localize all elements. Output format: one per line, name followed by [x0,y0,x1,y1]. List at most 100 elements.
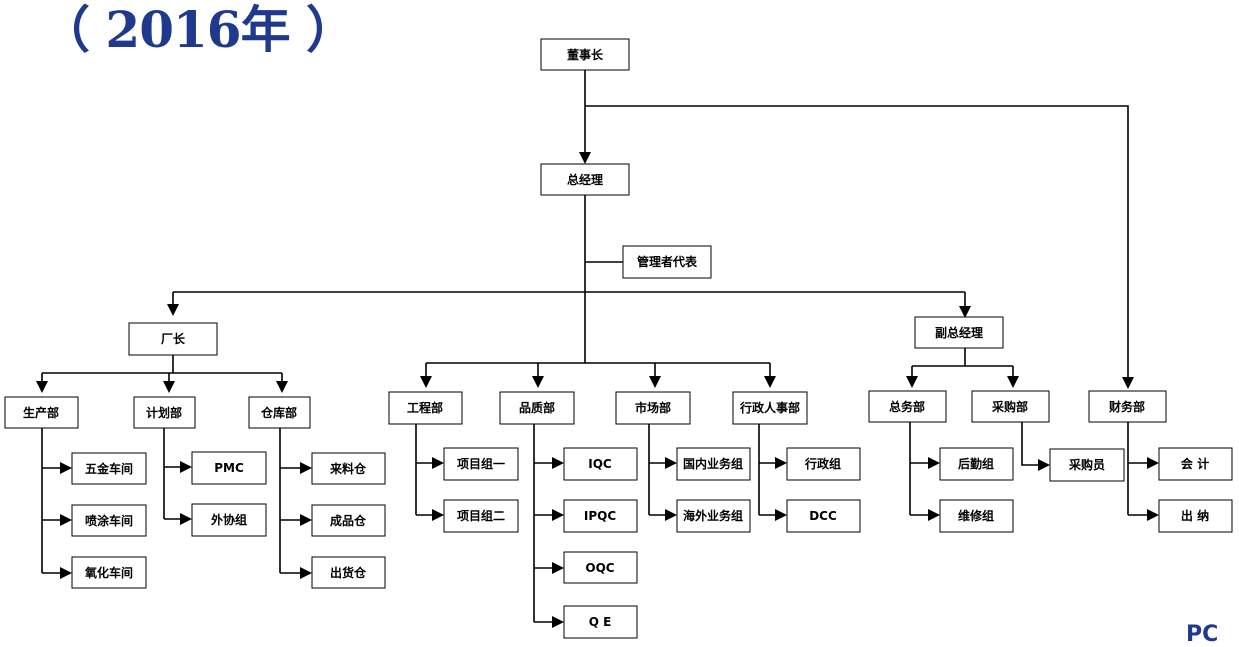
node-ipqc: IPQC [563,499,638,533]
connector-engineering-sub [415,424,434,516]
arrow-cashier [1147,509,1159,521]
node-finance-dept: 财务部 [1088,390,1167,423]
arrow-purchasing [1007,376,1019,388]
connector-chairman-finance [585,105,1129,379]
node-marketing-dept: 市场部 [615,391,691,425]
node-planning-dept: 计划部 [133,396,196,429]
node-incoming-warehouse-label: 来料仓 [329,461,367,476]
connector-finance-sub [1127,422,1149,516]
node-logistics-group-label: 后勤组 [958,456,994,471]
org-nodes: 董事长 总经理 管理者代表 厂长 副总经理 生产部 计划部 仓库部 工程部 品质… [4,38,1233,639]
node-finance-dept-label: 财务部 [1108,399,1145,414]
node-production-dept-label: 生产部 [23,405,59,420]
node-management-rep-label: 管理者代表 [637,254,698,269]
node-engineering-dept-label: 工程部 [407,400,443,415]
node-domestic-sales: 国内业务组 [676,447,751,481]
node-quality-dept-label: 品质部 [519,400,555,415]
arrow-finished [300,514,312,526]
connector-production-sub [41,424,62,574]
node-project-group-1-label: 项目组一 [457,456,505,471]
node-maintenance-group-label: 维修组 [958,508,994,523]
arrow-outsourcing [180,513,192,525]
arrow-project-1 [432,457,444,469]
arrow-overseas [665,509,677,521]
arrow-ipqc [552,509,564,521]
node-dcc: DCC [786,499,861,533]
node-deputy-gm-label: 副总经理 [935,325,983,340]
connector-planning-sub [163,424,182,520]
arrow-factory [167,304,179,316]
node-project-group-2-label: 项目组二 [457,508,505,523]
node-general-manager: 总经理 [540,163,630,196]
node-purchaser-label: 采购员 [1068,457,1105,472]
arrow-spray [60,514,72,526]
node-outsourcing-group-label: 外协组 [211,512,247,527]
node-factory-director-label: 厂长 [161,331,186,346]
arrow-shipping [300,567,312,579]
arrow-iqc [552,457,564,469]
node-domestic-sales-label: 国内业务组 [683,456,743,471]
node-accountant: 会 计 [1158,447,1233,481]
node-quality-dept: 品质部 [499,391,575,425]
arrow-warehouse [276,381,288,393]
node-oxidation-workshop-label: 氧化车间 [84,565,133,580]
node-accountant-label: 会 计 [1181,456,1209,471]
node-purchaser: 采购员 [1049,448,1125,482]
connector-purchasing-sub [1021,422,1040,466]
connector-dept-drops [425,363,771,378]
arrow-admin [764,376,776,388]
node-oqc-label: OQC [585,561,614,575]
node-factory-director: 厂长 [128,322,218,356]
node-overseas-sales: 海外业务组 [676,499,751,533]
node-deputy-gm: 副总经理 [914,316,1004,349]
arrow-deputy [959,306,971,318]
arrow-quality [532,376,544,388]
node-qe-label: Q E [589,615,612,629]
node-cashier: 出 纳 [1158,499,1233,533]
node-hardware-workshop: 五金车间 [71,452,147,485]
connector-factory-depts [41,355,283,383]
node-oxidation-workshop: 氧化车间 [71,556,147,589]
node-project-group-2: 项目组二 [443,499,519,533]
node-warehouse-dept-label: 仓库部 [260,405,297,420]
node-overseas-sales-label: 海外业务组 [683,508,743,523]
node-admin-hr-dept-label: 行政人事部 [739,400,800,415]
node-shipping-warehouse-label: 出货仓 [330,565,367,580]
arrow-hardware [60,462,72,474]
node-iqc-label: IQC [588,457,612,471]
arrow-production [36,381,48,393]
arrow-oxidation [60,567,72,579]
arrow-planning [163,381,175,393]
node-general-affairs-dept: 总务部 [868,390,947,423]
arrow-dcc [775,509,787,521]
arrow-incoming [300,462,312,474]
node-engineering-dept: 工程部 [388,391,463,425]
arrow-engineering [420,376,432,388]
arrow-logistics [928,457,940,469]
node-incoming-warehouse: 来料仓 [311,452,386,485]
arrow-maintenance [928,509,940,521]
node-management-rep: 管理者代表 [622,245,712,279]
arrow-marketing [649,376,661,388]
arrow-oqc [552,562,564,574]
node-general-manager-label: 总经理 [567,172,603,187]
node-hardware-workshop-label: 五金车间 [85,461,133,476]
arrow-gm [579,152,591,164]
node-pmc: PMC [191,451,267,485]
node-purchasing-dept: 采购部 [971,390,1050,423]
node-admin-group-label: 行政组 [804,456,841,471]
node-warehouse-dept: 仓库部 [248,396,311,429]
node-pmc-label: PMC [214,461,244,475]
node-spray-workshop-label: 喷涂车间 [85,513,133,528]
node-marketing-dept-label: 市场部 [635,400,671,415]
connector-general-affairs-sub [909,422,930,516]
connector-warehouse-sub [279,424,302,574]
arrow-finance [1122,377,1134,389]
node-general-affairs-dept-label: 总务部 [889,399,925,414]
node-purchasing-dept-label: 采购部 [991,399,1028,414]
node-cashier-label: 出 纳 [1181,508,1209,523]
node-finished-warehouse: 成品仓 [311,504,386,537]
arrow-accountant [1147,457,1159,469]
arrow-domestic [665,457,677,469]
